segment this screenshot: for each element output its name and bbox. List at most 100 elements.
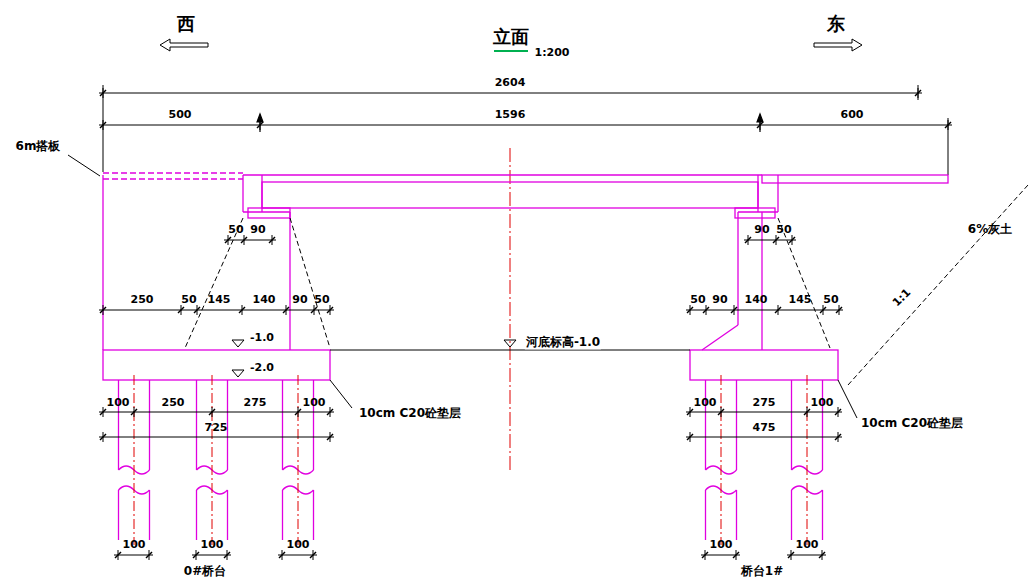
dimension: 275 (243, 397, 268, 409)
pile-edge (736, 380, 737, 470)
title-underline (494, 50, 528, 52)
pile-diameter: 100 (200, 539, 225, 551)
dimension: 475 (752, 422, 777, 434)
extension-line (838, 432, 839, 442)
level-marks (232, 340, 516, 377)
extension-line (823, 305, 824, 315)
extension-line (839, 305, 840, 315)
pile-edge (313, 490, 314, 540)
extension-line (948, 120, 949, 130)
dimension-lines (99, 88, 952, 560)
extension-line (313, 550, 314, 560)
pile-edge (705, 380, 706, 470)
dimension: 100 (106, 397, 131, 409)
pile-edge (282, 380, 283, 470)
west-arrow (160, 39, 208, 51)
part-name: 6m搭板 (15, 140, 62, 153)
dimension-line (99, 310, 334, 311)
pile-edge (791, 380, 792, 470)
note: 10cm C20砼垫层 (358, 407, 462, 420)
extension-line (690, 305, 691, 315)
dimension-line (686, 310, 843, 311)
dimension: 145 (207, 294, 232, 306)
extension-line (103, 432, 104, 442)
extension-line (260, 120, 261, 130)
pile-diameter: 100 (286, 539, 311, 551)
leader-lines (68, 155, 857, 418)
pile-edge (149, 490, 150, 540)
dimension: 50 (313, 294, 330, 306)
extension-line (838, 407, 839, 417)
extension-line (734, 305, 735, 315)
east-arrow (814, 39, 862, 51)
pile-edge (791, 490, 792, 540)
dimension-line (686, 437, 842, 438)
extension-line (103, 120, 104, 130)
dimension: 90 (711, 294, 728, 306)
extension-line (118, 550, 119, 560)
extension-line (822, 550, 823, 560)
dimension: 100 (810, 397, 835, 409)
extension-line (212, 407, 213, 417)
pile-edge (149, 380, 150, 470)
note: 6%灰土 (967, 223, 1013, 236)
extension-line (721, 407, 722, 417)
pile-edge (822, 490, 823, 540)
direction-east: 东 (826, 14, 846, 34)
extension-line (227, 550, 228, 560)
dimension-line (192, 555, 231, 556)
pile-diameter: 100 (122, 539, 147, 551)
pile-centerline (212, 375, 213, 545)
extension-line (792, 235, 793, 245)
extension-line (330, 305, 331, 315)
dimension: 145 (788, 294, 813, 306)
dimension-line (744, 240, 796, 241)
abutment-name: 0#桥台 (183, 565, 227, 578)
extension-line (760, 120, 761, 130)
extension-line (134, 407, 135, 417)
dimension: 2604 (494, 77, 527, 89)
pile-edge (118, 380, 119, 470)
extension-line (736, 550, 737, 560)
dimension-line (224, 240, 276, 241)
dimension: 250 (161, 397, 186, 409)
extension-line (314, 305, 315, 315)
pile-edge (705, 490, 706, 540)
dimension-line (99, 125, 952, 126)
slope-ratio: 1:1 (890, 286, 914, 310)
pile-diameter: 100 (709, 539, 734, 551)
dimension-line (278, 555, 317, 556)
dimension: 100 (302, 397, 327, 409)
dimension: 140 (252, 294, 277, 306)
extension-line (181, 305, 182, 315)
direction-west: 西 (176, 14, 196, 34)
pile-centerline (721, 375, 722, 545)
extension-line (705, 550, 706, 560)
dimension-line (99, 93, 922, 94)
dimension: 275 (752, 397, 777, 409)
dimension-line (114, 555, 153, 556)
extension-line (690, 407, 691, 417)
dimension: 500 (168, 109, 193, 121)
dimension: 90 (291, 294, 308, 306)
pile-centerline (134, 375, 135, 545)
extension-line (149, 550, 150, 560)
extension-line (103, 88, 104, 98)
pile-diameter: 100 (795, 539, 820, 551)
elevation: 河底标高-1.0 (525, 336, 601, 349)
dimension: 725 (204, 422, 229, 434)
dimension: 600 (840, 109, 865, 121)
dimension: 100 (693, 397, 718, 409)
east-abutment (690, 208, 838, 380)
pile-edge (227, 490, 228, 540)
extension-line (748, 235, 749, 245)
dimension: 50 (227, 224, 244, 236)
extension-line (197, 305, 198, 315)
west-abutment (103, 175, 330, 380)
piles (119, 375, 823, 545)
dimension-line (686, 412, 842, 413)
extension-line (706, 305, 707, 315)
elevation: -2.0 (249, 362, 275, 374)
dimension: 140 (744, 294, 769, 306)
